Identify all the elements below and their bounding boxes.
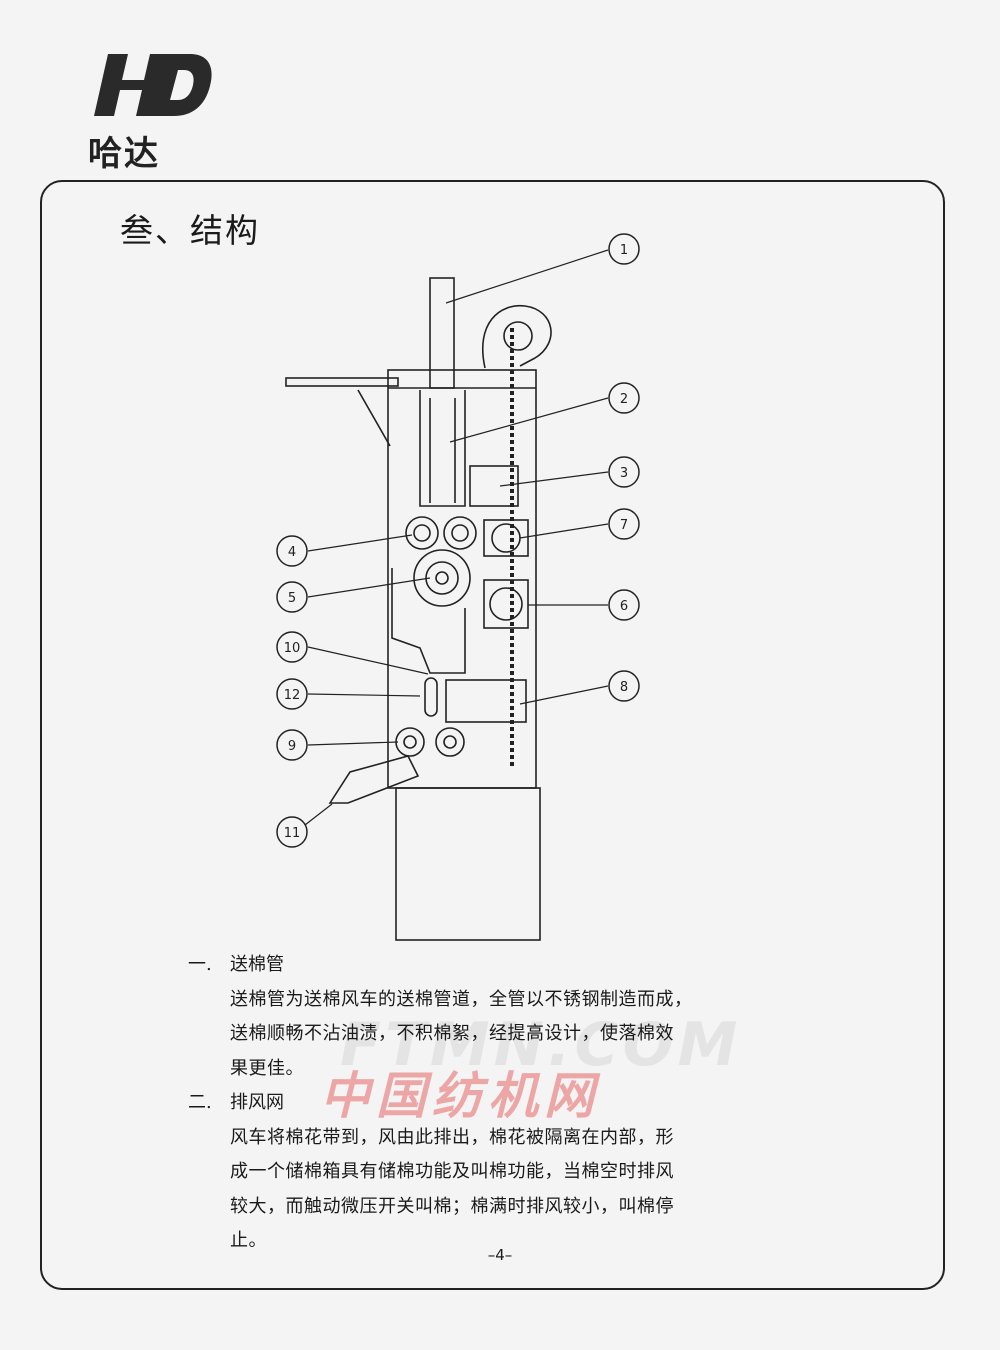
feed-arm xyxy=(285,377,399,387)
callout-4: 4 xyxy=(288,545,296,560)
watermark: FTMN.COM 中国纺机网 xyxy=(300,1010,737,1125)
content-frame xyxy=(40,180,945,1290)
callout-5: 5 xyxy=(288,591,296,606)
fan-hub xyxy=(503,321,533,351)
output-tray xyxy=(328,755,420,804)
item-1-number: 一. xyxy=(188,954,212,975)
item-2: 二. 排风网 风车将棉花带到，风由此排出，棉花被隔离在内部，形 成一个储棉箱具有… xyxy=(188,1086,828,1259)
callout-9: 9 xyxy=(288,739,296,754)
hd-logo-icon xyxy=(94,54,212,116)
item-1-line-3: 果更佳。 xyxy=(230,1057,304,1079)
delivery-pipe xyxy=(429,277,455,389)
item-2-line-3: 较大，而触动微压开关叫棉；棉满时排风较小，叫棉停 xyxy=(230,1195,674,1217)
callout-2: 2 xyxy=(620,392,628,407)
watermark-domain: FTMN.COM xyxy=(340,1010,742,1080)
section-title: 叁、结构 xyxy=(120,211,260,250)
page-number: –4– xyxy=(487,1246,513,1264)
item-1: 一. 送棉管 送棉管为送棉风车的送棉管道，全管以不锈钢制造而成， 送棉顺畅不沾油… xyxy=(188,948,828,1086)
item-1-line-1: 送棉管为送棉风车的送棉管道，全管以不锈钢制造而成， xyxy=(230,988,693,1010)
item-2-line-1: 风车将棉花带到，风由此排出，棉花被隔离在内部，形 xyxy=(230,1126,674,1148)
item-1-line-2: 送棉顺畅不沾油渍，不积棉絮，经提高设计，使落棉效 xyxy=(230,1023,674,1044)
description-block: 一. 送棉管 送棉管为送棉风车的送棉管道，全管以不锈钢制造而成， 送棉顺畅不沾油… xyxy=(188,948,828,1259)
lower-cabinet xyxy=(395,787,541,941)
item-2-line-4: 止。 xyxy=(230,1230,267,1251)
callout-3: 3 xyxy=(620,466,628,481)
watermark-name: 中国纺机网 xyxy=(320,1067,600,1125)
callout-10: 10 xyxy=(284,641,301,656)
machine-structure-drawing: 1 2 3 4 5 6 7 8 9 10 11 12 xyxy=(276,233,640,941)
callout-7: 7 xyxy=(620,518,628,533)
callout-6: 6 xyxy=(620,599,628,614)
callout-12: 12 xyxy=(284,688,301,703)
item-2-line-2: 成一个储棉箱具有储棉功能及叫棉功能，当棉空时排风 xyxy=(230,1161,674,1182)
callout-8: 8 xyxy=(620,680,628,695)
item-2-number: 二. xyxy=(188,1092,212,1113)
logo-text: 哈达 xyxy=(88,134,160,174)
structure-diagram: 1 2 3 4 5 6 7 8 9 10 11 12 xyxy=(270,228,690,948)
fan-scroll xyxy=(482,304,552,369)
callout-1: 1 xyxy=(620,243,628,258)
machine-body xyxy=(387,369,537,789)
exhaust-screen xyxy=(469,465,519,507)
item-1-title: 送棉管 xyxy=(230,954,284,975)
item-2-title: 排风网 xyxy=(230,1092,284,1113)
company-logo: 哈达 xyxy=(86,50,216,174)
callout-11: 11 xyxy=(284,826,301,841)
